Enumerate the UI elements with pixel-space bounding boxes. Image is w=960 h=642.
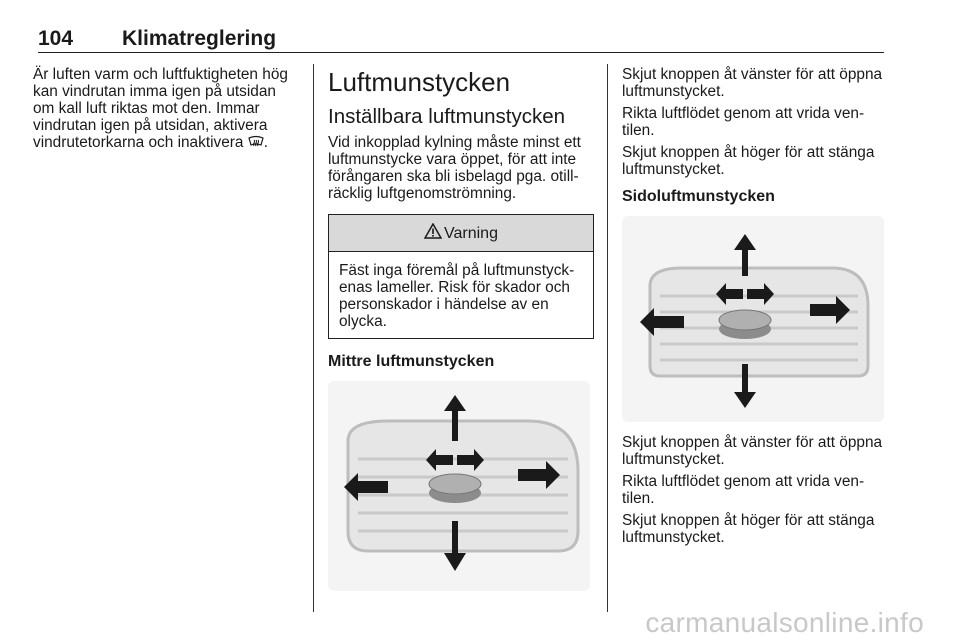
instruction-close: Skjut knoppen åt höger för att stänga lu… bbox=[622, 144, 875, 178]
text-line: räcklig luftgenomströmning. bbox=[328, 185, 517, 202]
page-header: 104 Klimatreglering bbox=[38, 27, 884, 53]
warning-triangle-icon bbox=[423, 222, 443, 243]
side-vent-illustration bbox=[622, 216, 884, 422]
intro-paragraph: Vid inkopplad kylning måste minst ett lu… bbox=[328, 134, 594, 202]
column-right: Skjut knoppen åt vänster för att öppna l… bbox=[622, 66, 888, 551]
up-arrow-icon bbox=[444, 395, 466, 441]
text-line: vindrutan igen på utsidan, aktivera bbox=[33, 117, 268, 134]
left-arrow-icon bbox=[640, 308, 684, 336]
defrost-paragraph: Är luften varm och luftfuktigheten hög k… bbox=[33, 66, 303, 153]
text-line: kan vindrutan imma igen på utsidan bbox=[33, 83, 276, 100]
knob-right-arrow-icon bbox=[747, 283, 774, 305]
warning-text: Fäst inga föremål på luftmunstyck- enas … bbox=[329, 252, 593, 338]
up-arrow-icon bbox=[734, 234, 756, 276]
down-arrow-icon bbox=[444, 521, 466, 571]
knob-left-arrow-icon bbox=[426, 449, 453, 471]
page-number: 104 bbox=[38, 27, 74, 50]
windshield-defrost-icon bbox=[248, 135, 264, 153]
warning-box: Varning Fäst inga föremål på luftmunstyc… bbox=[328, 214, 594, 339]
column-divider-1 bbox=[313, 64, 314, 612]
chapter-title: Klimatreglering bbox=[122, 27, 277, 50]
text-line: luftmunstycke vara öppet, för att inte bbox=[328, 151, 577, 168]
text-line: vindrutetorkarna och inaktivera . bbox=[33, 134, 269, 153]
center-vent-illustration bbox=[328, 381, 590, 591]
right-arrow-icon bbox=[810, 296, 850, 324]
instruction-open-side: Skjut knoppen åt vänster för att öppna l… bbox=[622, 434, 883, 468]
column-divider-2 bbox=[607, 64, 608, 612]
header-rule bbox=[38, 52, 884, 53]
text-line: personskador i händelse av en bbox=[339, 296, 549, 313]
column-left: Är luften varm och luftfuktigheten hög k… bbox=[33, 66, 303, 153]
section-side-vents: Sidoluftmunstycken bbox=[622, 188, 775, 205]
column-middle: Luftmunstycken Inställbara luftmunstycke… bbox=[328, 66, 594, 591]
text-line: olycka. bbox=[339, 313, 387, 330]
warning-header: Varning bbox=[329, 215, 593, 252]
subsection-heading: Inställbara luftmunstycken bbox=[328, 105, 566, 128]
left-arrow-icon bbox=[344, 473, 388, 501]
center-vent-diagram bbox=[344, 395, 580, 571]
instruction-open: Skjut knoppen åt vänster för att öppna l… bbox=[622, 66, 883, 100]
text-line: Fäst inga föremål på luftmunstyck- bbox=[339, 262, 575, 279]
section-heading: Luftmunstycken bbox=[328, 67, 511, 97]
right-arrow-icon bbox=[518, 461, 560, 489]
section-center-vents: Mittre luftmunstycken bbox=[328, 353, 495, 370]
text-line: Är luften varm och luftfuktigheten hög bbox=[33, 66, 288, 83]
instruction-close-side: Skjut knoppen åt höger för att stänga lu… bbox=[622, 512, 875, 546]
instruction-direct: Rikta luftflödet genom att vrida ven-til… bbox=[622, 105, 865, 139]
watermark-brand: carmanualsonline.info bbox=[645, 607, 924, 638]
down-arrow-icon bbox=[734, 364, 756, 408]
warning-title: Varning bbox=[444, 224, 498, 242]
text-line: Vid inkopplad kylning måste minst ett bbox=[328, 134, 581, 151]
instruction-direct-side: Rikta luftflödet genom att vrida ven-til… bbox=[622, 473, 865, 507]
knob-right-arrow-icon bbox=[457, 449, 484, 471]
knob-left-arrow-icon bbox=[716, 283, 743, 305]
text-line: enas lameller. Risk för skador och bbox=[339, 279, 570, 296]
text-line: förångaren ska bli isbelagd pga. otill- bbox=[328, 168, 579, 185]
side-vent-diagram bbox=[640, 234, 870, 408]
text-line: om kall luft riktas mot den. Immar bbox=[33, 100, 260, 117]
